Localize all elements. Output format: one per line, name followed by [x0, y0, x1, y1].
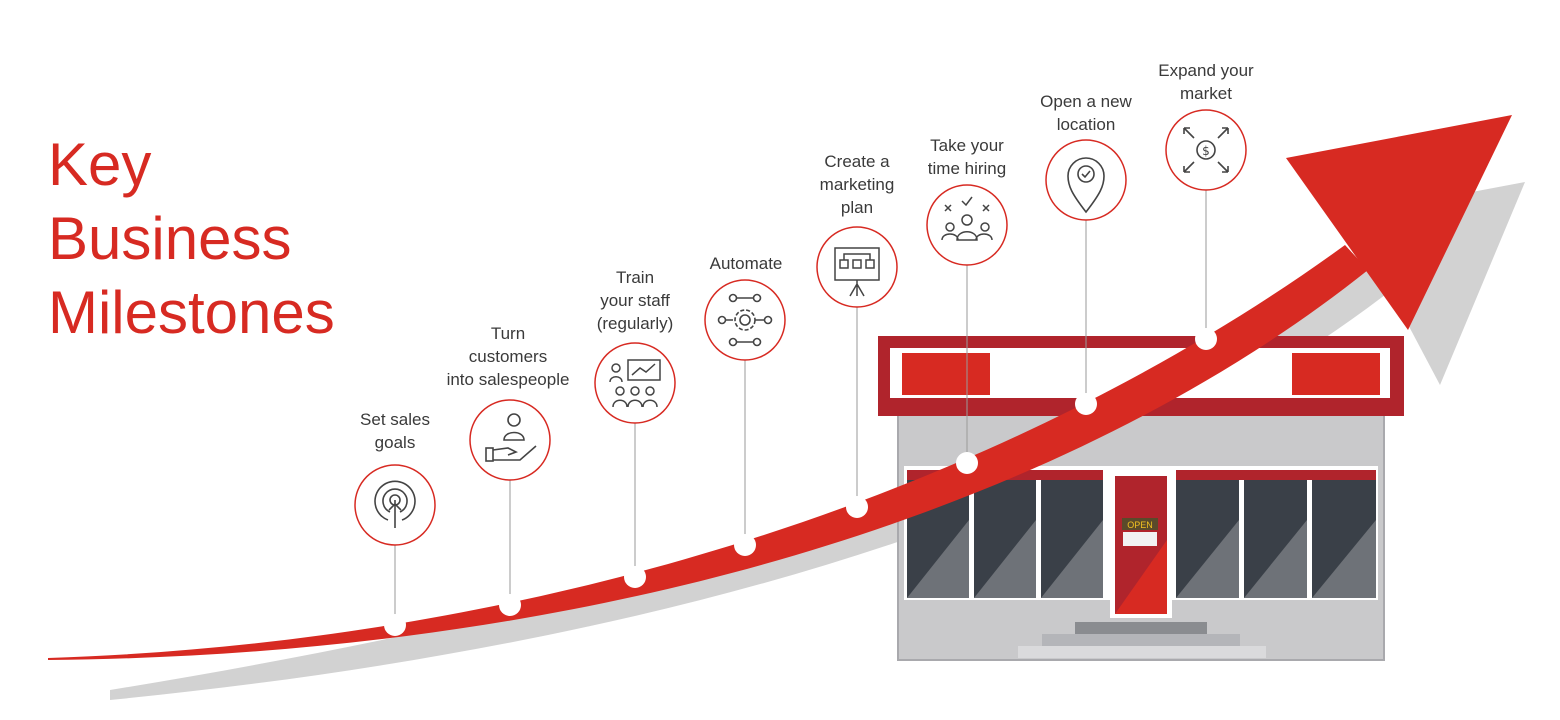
label-line: into salespeople — [446, 370, 570, 389]
label-line: Expand your — [1158, 61, 1254, 80]
label-line: time hiring — [927, 159, 1007, 178]
target-icon — [354, 464, 436, 546]
milestone-dot — [624, 566, 646, 588]
training-icon — [594, 342, 676, 424]
gear-network-icon — [704, 279, 786, 361]
title-line-1: Key — [48, 131, 152, 198]
label-line: Create a — [824, 152, 890, 171]
milestone-dots — [384, 328, 1217, 636]
title-line-3: Milestones — [48, 279, 335, 346]
milestone-dot — [846, 496, 868, 518]
open-sign: OPEN — [1127, 520, 1153, 530]
milestone-dot — [1075, 393, 1097, 415]
milestone-dot — [956, 452, 978, 474]
market-expand-icon: $ — [1165, 109, 1247, 191]
flowchart-board-icon — [816, 226, 898, 308]
hand-person-icon — [469, 399, 551, 481]
milestone-label-turn-customers: Turn customers into salespeople — [423, 322, 593, 391]
label-line: Open a new — [1040, 92, 1132, 111]
label-line: Take your — [930, 136, 1004, 155]
label-line: market — [1180, 84, 1232, 103]
milestone-label-expand-market: Expand your market — [1121, 59, 1291, 105]
milestone-label-marketing-plan: Create a marketing plan — [772, 150, 942, 219]
milestone-label-hiring: Take your time hiring — [882, 134, 1052, 180]
connector-lines — [394, 190, 1207, 625]
milestone-label-automate: Automate — [661, 252, 831, 275]
label-line: your staff — [600, 291, 670, 310]
title-line-2: Business — [48, 205, 292, 272]
door: OPEN — [1110, 470, 1172, 618]
milestone-dot — [384, 614, 406, 636]
milestone-dot — [1195, 328, 1217, 350]
svg-text:$: $ — [1202, 144, 1210, 158]
label-line: plan — [840, 198, 874, 217]
page-title: Key Business Milestones — [48, 128, 335, 350]
windows-right — [1176, 470, 1376, 598]
milestone-dot — [499, 594, 521, 616]
label-line: Train — [615, 268, 655, 287]
milestone-label-set-sales-goals: Set sales goals — [310, 408, 480, 454]
milestone-label-train-staff: Train your staff (regularly) — [550, 266, 720, 335]
label-line: customers — [468, 347, 548, 366]
label-line: (regularly) — [596, 314, 674, 333]
location-pin-icon — [1045, 139, 1127, 221]
team-selection-icon — [926, 184, 1008, 266]
milestone-dot — [734, 534, 756, 556]
label-line: marketing — [819, 175, 895, 194]
label-line: location — [1056, 115, 1116, 134]
growth-arrow — [48, 115, 1512, 660]
label-line: goals — [374, 433, 416, 452]
milestone-label-new-location: Open a new location — [1001, 90, 1171, 136]
label-line: Automate — [709, 254, 783, 273]
label-line: Set sales — [360, 410, 430, 429]
label-line: Turn — [490, 324, 526, 343]
